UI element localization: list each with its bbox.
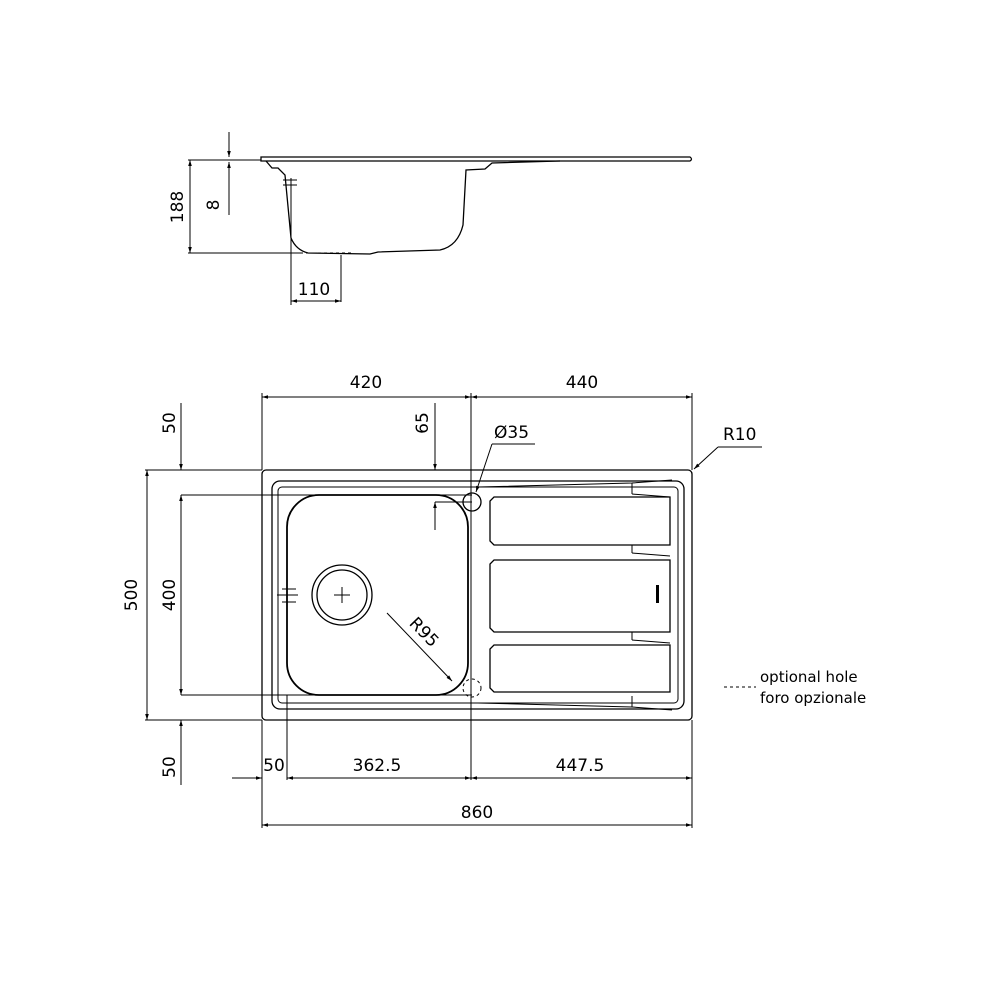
side-view: 188 8 110	[168, 132, 693, 305]
drainer-ribs	[489, 496, 671, 693]
legend-line2: foro opzionale	[760, 689, 866, 707]
side-rim	[260, 156, 693, 162]
dim-440: 440	[566, 373, 598, 393]
drain-outer	[311, 564, 373, 626]
dim-447-5: 447.5	[556, 756, 605, 776]
dim-r10: R10	[723, 425, 756, 445]
dim-50-top: 50	[160, 412, 180, 434]
side-bowl-profile	[265, 160, 561, 255]
legend: optional hole foro opzionale	[724, 668, 866, 707]
top-view: 420 440 65 Ø35 R10 R95 500 400 50 50	[122, 373, 762, 828]
legend-line1: optional hole	[760, 668, 858, 686]
drain-inner	[316, 569, 368, 621]
dim-8: 8	[204, 200, 224, 211]
dim-860: 860	[461, 803, 493, 823]
dim-420: 420	[350, 373, 382, 393]
dim-50-left: 50	[263, 756, 285, 776]
dim-110: 110	[298, 280, 330, 300]
dim-500: 500	[122, 579, 142, 611]
dim-400: 400	[160, 579, 180, 611]
dim-dia35: Ø35	[494, 423, 529, 443]
optional-hole	[462, 678, 482, 698]
dim-50-bottom: 50	[160, 756, 180, 778]
dim-362-5: 362.5	[353, 756, 402, 776]
bowl	[286, 494, 469, 696]
dim-65: 65	[413, 412, 433, 434]
dim-188: 188	[168, 191, 188, 223]
sink-outline	[261, 469, 693, 721]
dim-r95: R95	[405, 614, 443, 652]
